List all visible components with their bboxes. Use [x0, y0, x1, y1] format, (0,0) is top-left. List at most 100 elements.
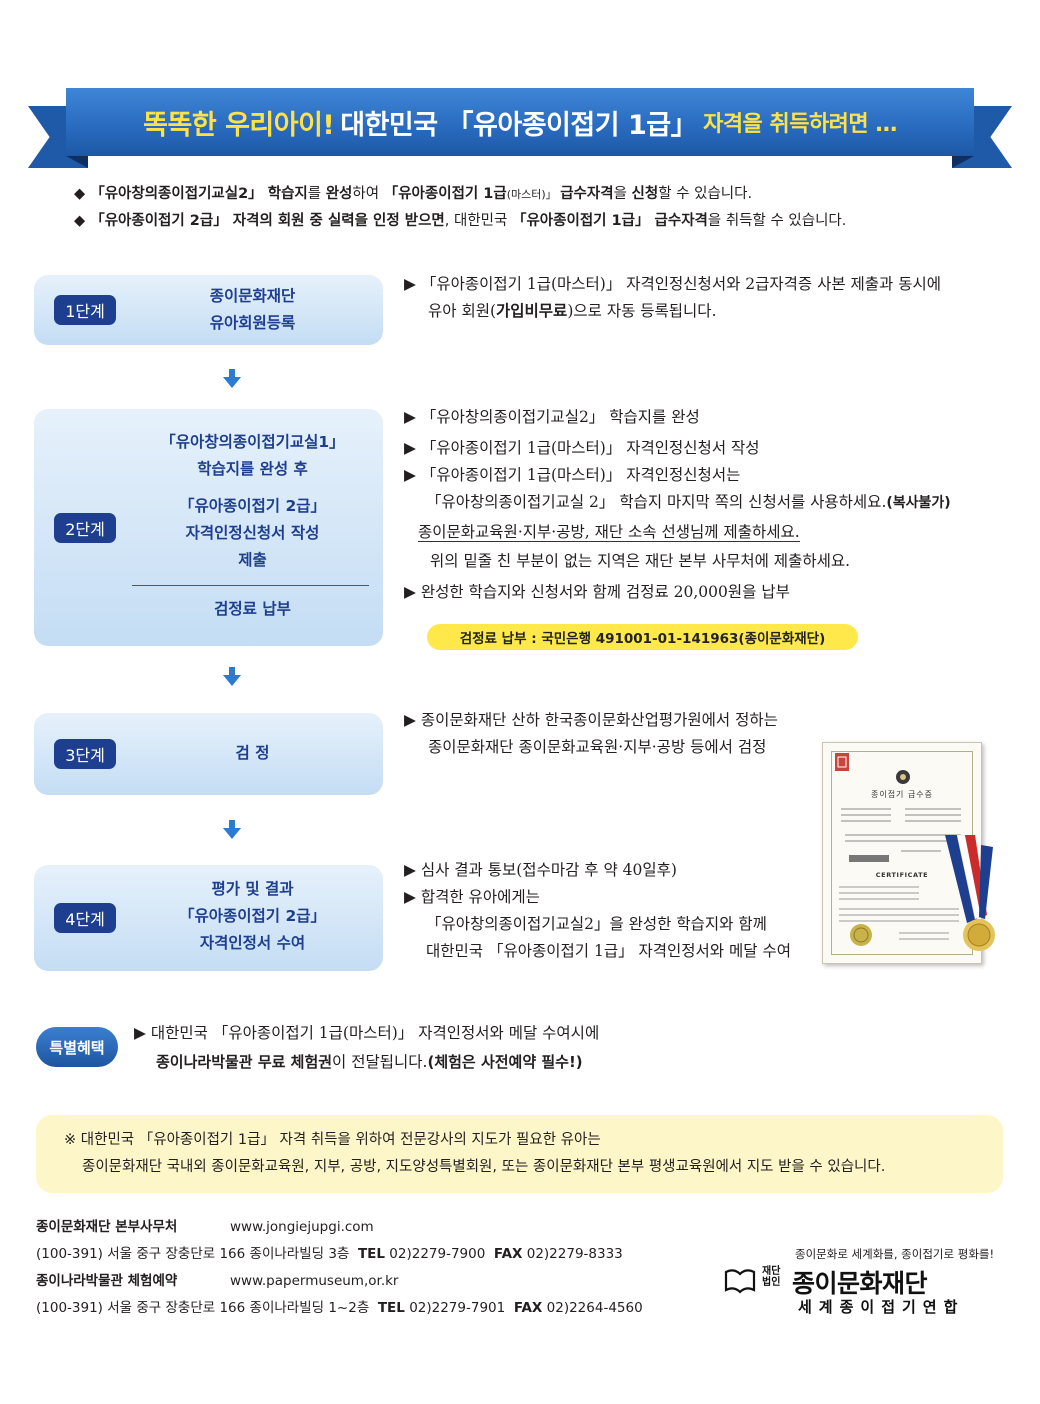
stamp-icon [835, 753, 849, 771]
intro-b1-t1: 를 [307, 186, 326, 202]
intro-b2-t3: 을 취득할 수 있습니다. [707, 213, 847, 229]
step-1-desc-t1: 유아 회원( [428, 302, 497, 320]
footer-url-2[interactable]: www.papermuseum,or.kr [230, 1273, 399, 1289]
intro-b2-t1: , 대한민국 [444, 213, 512, 229]
step-2-desc-line-1: ▶ 「유아창의종이접기교실2」 학습지를 완성 [404, 408, 700, 426]
arrow-down-icon [223, 369, 241, 388]
intro-b2-t2: 「유아종이접기 1급」 급수자격 [511, 213, 708, 229]
step-4-badge: 4단계 [54, 903, 116, 933]
arrow-down-icon [223, 667, 241, 686]
step-2-line-4: 자격인정신청서 작성 [185, 524, 320, 542]
step-2-subtitle: 검정료 납부 [214, 600, 291, 618]
step-4-line-1: 평가 및 결과 [211, 880, 294, 898]
step-2-line-5: 제출 [238, 551, 267, 569]
step-2-line-3: 「유아종이접기 2급」 [178, 497, 326, 515]
banner-title-part2: 대한민국 「유아종이접기 1급」 [340, 109, 698, 141]
special-benefit-line-1: ▶ 대한민국 「유아종이접기 1급(마스터)」 자격인정서와 메달 수여시에 [134, 1024, 600, 1042]
intro-b1-t8: 신청 [631, 186, 659, 202]
banner-title-part1: 똑똑한 우리아이! [143, 109, 335, 141]
title-banner: 똑똑한 우리아이! 대한민국 「유아종이접기 1급」 자격을 취득하려면 … [28, 84, 1012, 184]
step-2-desc-t5: 종이문화교육원·지부·공방, 재단 소속 선생님께 제출하세요. [418, 523, 800, 542]
intro-bullet-1: ◆ 「유아창의종이접기교실2」 학습지를 완성하여 「유아종이접기 1급(마스터… [74, 181, 974, 208]
intro-b2-t0: ◆ 「유아종이접기 2급」 자격의 회원 중 실력을 인정 받으면 [74, 213, 445, 229]
footer-fax-label: FAX [513, 1300, 543, 1316]
footer-address-1: (100-391) 서울 중구 장충단로 166 종이나라빌딩 3층 [36, 1246, 350, 1262]
step-2-desc-nocopy: (복사불가) [886, 495, 951, 511]
step-3-desc-line-2: 종이문화재단 종이문화교육원·지부·공방 등에서 검정 [428, 738, 767, 756]
special-benefit-bold: 종이나라박물관 무료 체험권 [156, 1053, 333, 1071]
special-benefit-reservation: (체험은 사전예약 필수!) [427, 1053, 583, 1071]
step-1-line-1: 종이문화재단 [209, 287, 296, 305]
footer-row-3: 종이나라박물관 체험예약 www.papermuseum,or.kr [36, 1268, 643, 1295]
step-3-desc: ▶ 종이문화재단 산하 한국종이문화산업평가원에서 정하는 종이문화재단 종이문… [404, 707, 778, 761]
intro-b1-t7: 을 [613, 186, 632, 202]
step-3-box: 3단계 검 정 [34, 713, 383, 795]
step-1-line-2: 유아회원등록 [209, 314, 296, 332]
step-4-desc-line-4: 대한민국 「유아종이접기 1급」 자격인정서와 메달 수여 [426, 942, 791, 960]
step-4-line-2: 「유아종이접기 2급」 [178, 907, 326, 925]
certificate-title: 종이접기 급수증 [870, 790, 934, 799]
step-4-box: 4단계 평가 및 결과 「유아종이접기 2급」 자격인정서 수여 [34, 865, 383, 971]
step-1-title: 종이문화재단 유아회원등록 [134, 283, 371, 337]
step-1-desc-t3: )으로 자동 등록됩니다. [567, 302, 717, 320]
step-2-box: 2단계 「유아창의종이접기교실1」 학습지를 완성 후 「유아종이접기 2급」 … [34, 409, 383, 646]
footer-tel-label: TEL [357, 1246, 385, 1262]
note-text: ※ 대한민국 「유아종이접기 1급」 자격 취득을 위하여 전문강사의 지도가 … [64, 1127, 885, 1181]
intro-bullets: ◆ 「유아창의종이접기교실2」 학습지를 완성하여 「유아종이접기 1급(마스터… [74, 181, 974, 235]
step-4-desc-line-1: ▶ 심사 결과 통보(접수마감 후 약 40일후) [404, 861, 677, 879]
banner-title-part3: 자격을 취득하려면 … [703, 112, 897, 137]
intro-b1-t2: 완성 [325, 186, 353, 202]
step-2-desc-line-3: ▶ 「유아종이접기 1급(마스터)」 자격인정신청서는 [404, 466, 741, 484]
step-4-desc-line-2: ▶ 합격한 유아에게는 [404, 888, 540, 906]
footer-address-2: (100-391) 서울 중구 장충단로 166 종이나라빌딩 1~2층 [36, 1300, 370, 1316]
intro-bullet-2: ◆ 「유아종이접기 2급」 자격의 회원 중 실력을 인정 받으면, 대한민국 … [74, 208, 974, 235]
intro-b1-t9: 할 수 있습니다. [658, 186, 753, 202]
footer-tel-label: TEL [377, 1300, 405, 1316]
step-3-badge: 3단계 [54, 739, 116, 769]
step-2-title: 「유아창의종이접기교실1」 학습지를 완성 후 「유아종이접기 2급」 자격인정… [134, 429, 371, 574]
medal-icon [945, 835, 995, 951]
note-line-2: 종이문화재단 국내외 종이문화교육원, 지부, 공방, 지도양성특별회원, 또는… [82, 1159, 886, 1175]
step-2-desc-line-2: ▶ 「유아종이접기 1급(마스터)」 자격인정신청서 작성 [404, 439, 760, 457]
special-benefit-badge: 특별혜택 [36, 1027, 118, 1067]
special-benefit-rest: 이 전달됩니다. [332, 1053, 428, 1071]
intro-b1-t4: 「유아종이접기 1급 [383, 186, 507, 202]
step-2-line-1: 「유아창의종이접기교실1」 [160, 433, 345, 451]
special-benefit-line-2: 종이나라박물관 무료 체험권이 전달됩니다.(체험은 사전예약 필수!) [134, 1049, 599, 1076]
step-1-box: 1단계 종이문화재단 유아회원등록 [34, 275, 383, 345]
footer-row-2: (100-391) 서울 중구 장충단로 166 종이나라빌딩 3층 TEL 0… [36, 1241, 643, 1268]
logo-name: 종이문화재단 [792, 1269, 928, 1298]
step-2-desc-line-7: ▶ 완성한 학습지와 신청서와 함께 검정료 20,000원을 납부 [404, 583, 790, 601]
footer-row-4: (100-391) 서울 중구 장충단로 166 종이나라빌딩 1~2층 TEL… [36, 1295, 643, 1322]
footer-url-1[interactable]: www.jongiejupgi.com [230, 1219, 374, 1235]
footer-fax-2: 02)2264-4560 [546, 1300, 643, 1316]
footer-org-2: 종이나라박물관 체험예약 [36, 1273, 178, 1289]
step-1-desc: ▶ 「유아종이접기 1급(마스터)」 자격인정신청서와 2급자격증 사본 제출과… [404, 271, 941, 325]
step-4-desc: ▶ 심사 결과 통보(접수마감 후 약 40일후) ▶ 합격한 유아에게는 「유… [404, 857, 791, 965]
footer-tel-2: 02)2279-7901 [409, 1300, 506, 1316]
step-4-desc-line-3: 「유아창의종이접기교실2」을 완성한 학습지와 함께 [426, 915, 767, 933]
step-2-badge: 2단계 [54, 513, 116, 543]
intro-b1-t6: 급수자격 [560, 186, 614, 202]
footer-fax-label: FAX [493, 1246, 523, 1262]
step-4-line-3: 자격인정서 수여 [199, 934, 306, 952]
certificate-image: 종이접기 급수증 CERTIFICATE [822, 742, 995, 964]
step-3-title: 검 정 [235, 744, 270, 762]
footer-fax-1: 02)2279-8333 [526, 1246, 623, 1262]
certificate-text-lines [841, 808, 961, 862]
certificate-english-title: CERTIFICATE [875, 871, 929, 879]
arrow-down-icon [223, 820, 241, 839]
step-2-desc-t4: 「유아창의종이접기교실 2」 학습지 마지막 쪽의 신청서를 사용하세요. [426, 493, 887, 511]
step-1-badge: 1단계 [54, 295, 116, 325]
intro-b1-t0: ◆ 「유아창의종이접기교실2」 학습지 [74, 186, 308, 202]
logo-subtitle: 세계종이접기연합 [798, 1298, 965, 1316]
step-2-desc-line-5: 종이문화교육원·지부·공방, 재단 소속 선생님께 제출하세요. [404, 519, 951, 546]
step-1-desc-bold: 가입비무료 [496, 302, 568, 320]
note-line-1: ※ 대한민국 「유아종이접기 1급」 자격 취득을 위하여 전문강사의 지도가 … [64, 1132, 601, 1148]
intro-b1-t5: (마스터)」 [506, 188, 561, 201]
note-box: ※ 대한민국 「유아종이접기 1급」 자격 취득을 위하여 전문강사의 지도가 … [36, 1115, 1003, 1193]
step-1-desc-line-2: 유아 회원(가입비무료)으로 자동 등록됩니다. [404, 298, 941, 325]
step-2-divider [132, 585, 369, 586]
